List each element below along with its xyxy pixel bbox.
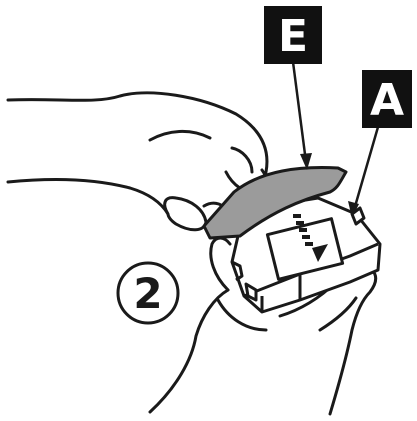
callout-line-a [354,127,378,210]
label-a-box: A [362,70,412,128]
step-number-badge: 2 [118,263,178,323]
callout-line-e [293,62,306,162]
label-e-text: E [278,11,308,62]
label-e-box: E [264,6,322,64]
step-number-text: 2 [133,269,162,318]
label-a-text: A [370,75,404,126]
